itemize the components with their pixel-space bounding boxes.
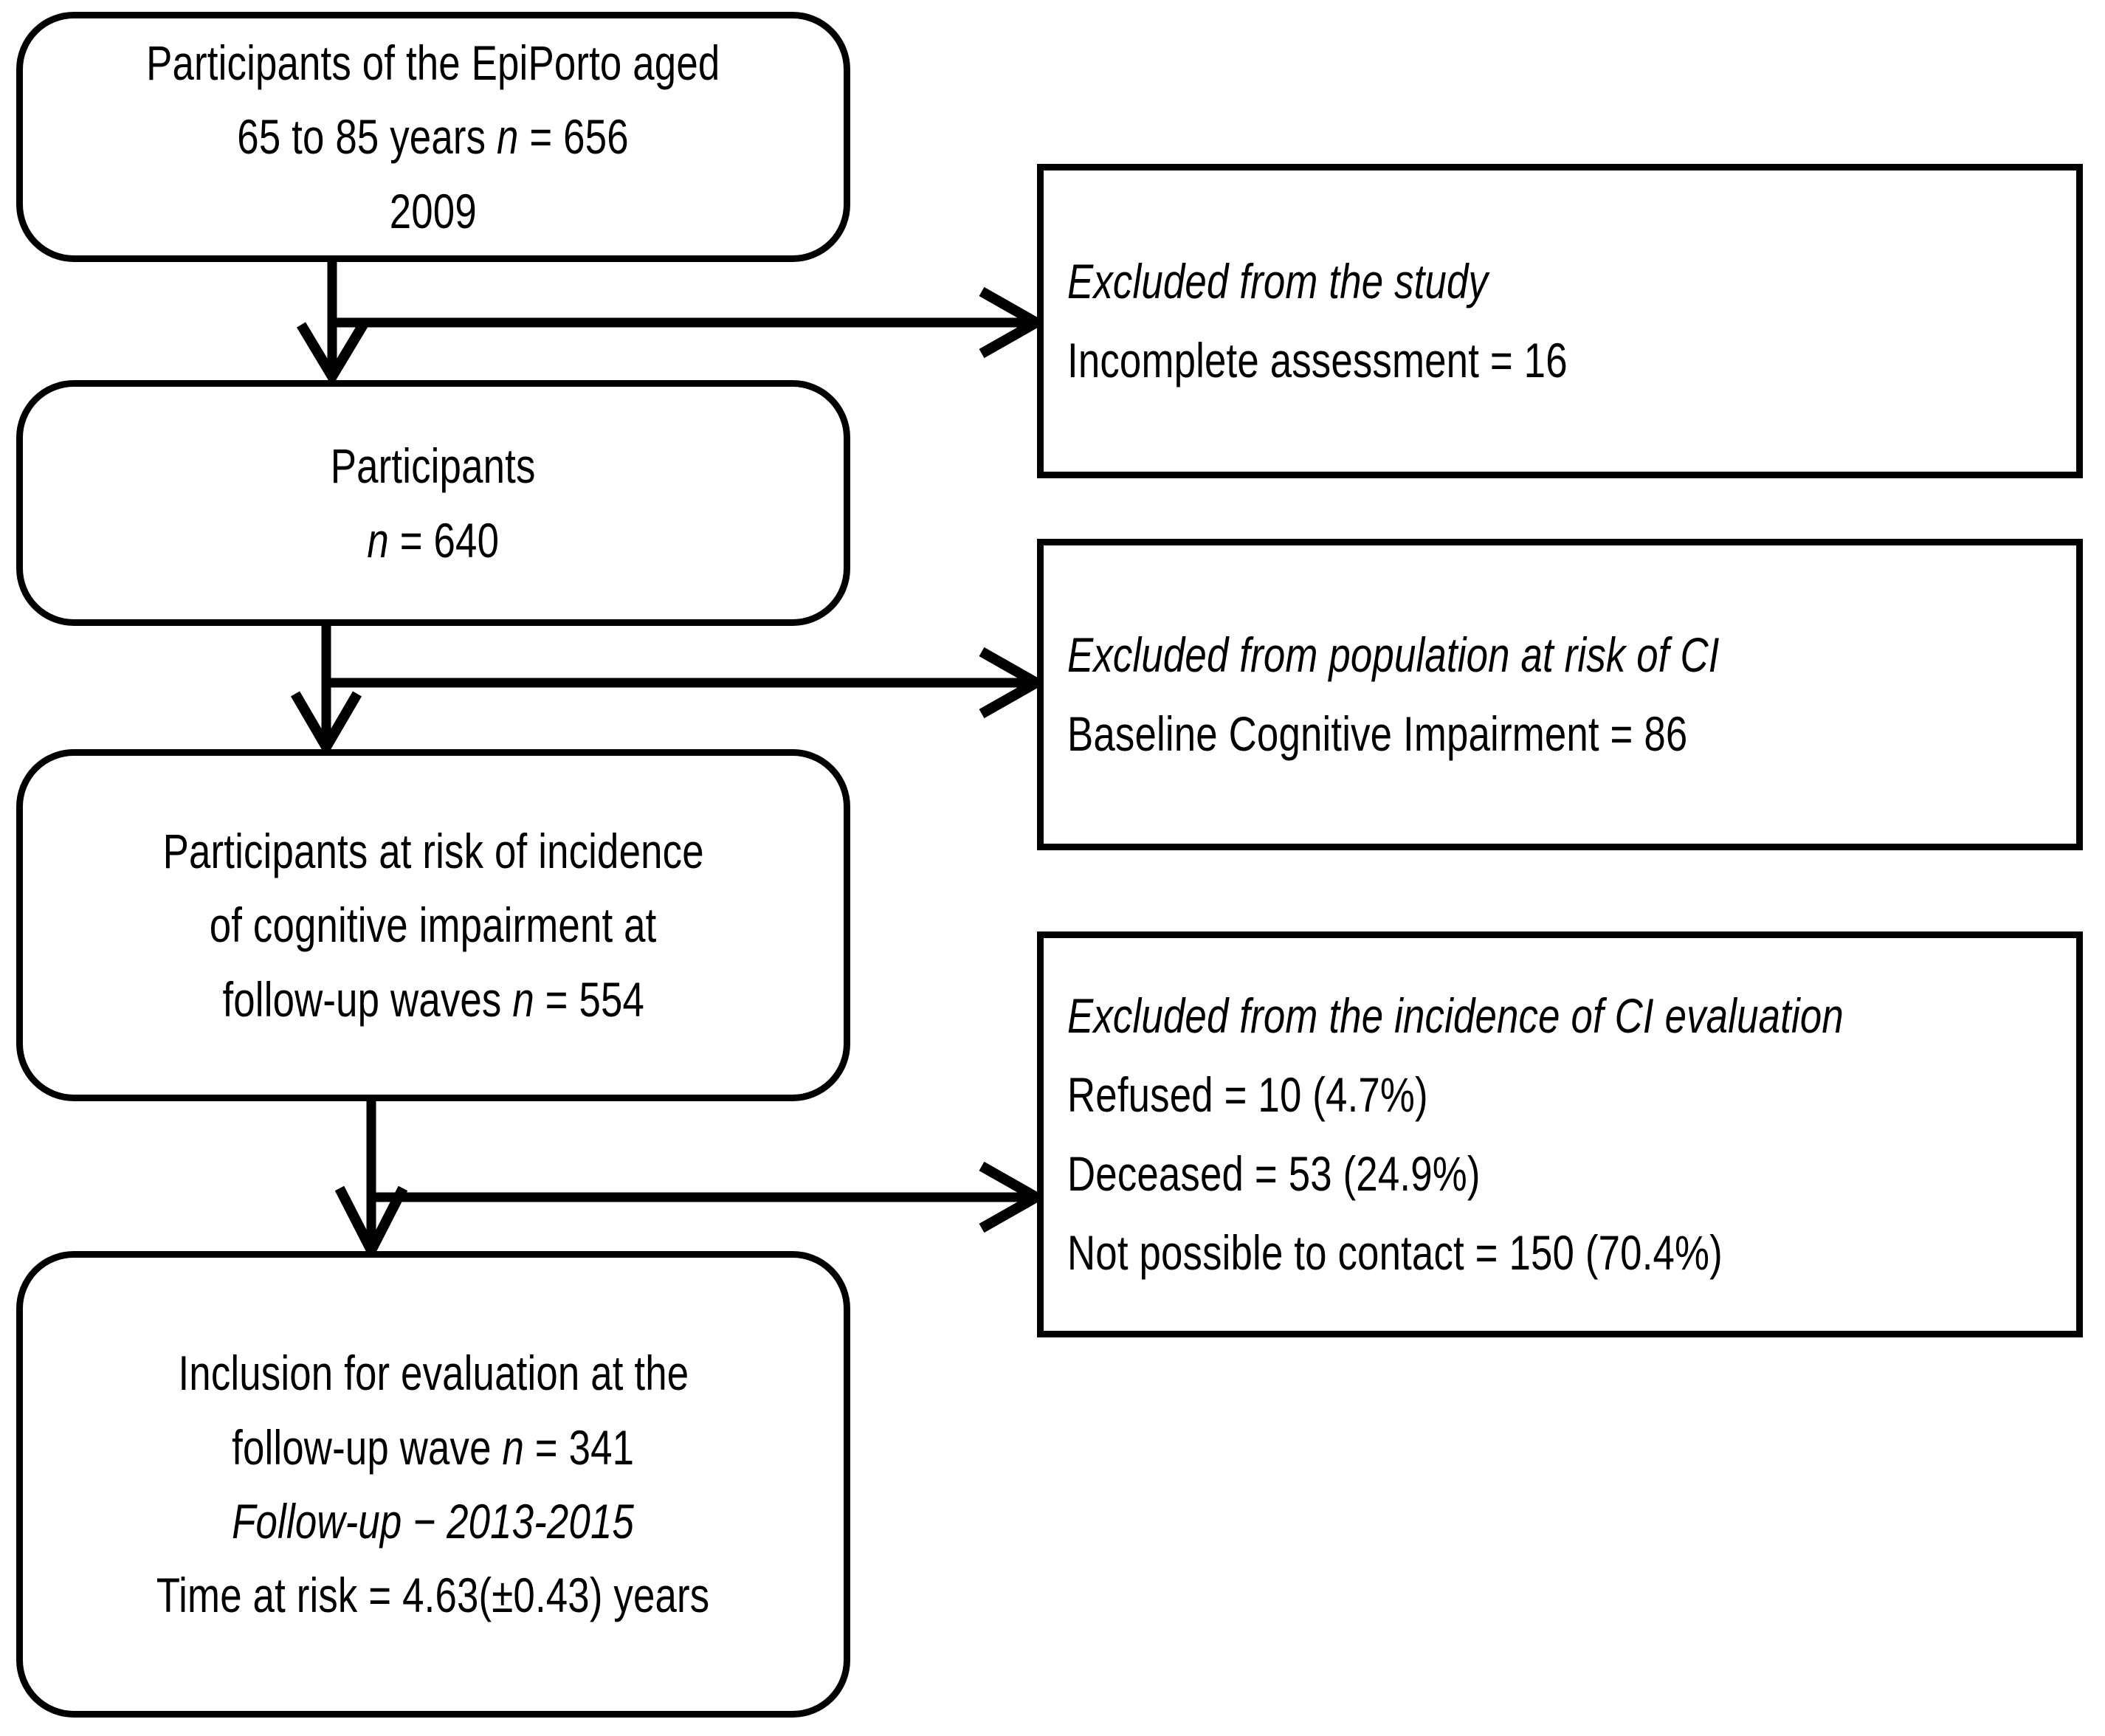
arrow-enrollment-to-participants-head [296,322,368,387]
node-excluded-study-line-2: Incomplete assessment = 16 [1067,333,1568,388]
node-enrollment-line-1: Participants of the EpiPorto aged [146,35,720,91]
node-inclusion: Inclusion for evaluation at the follow-u… [16,1251,850,1718]
node-excluded-incidence: Excluded from the incidence of CI evalua… [1037,931,2083,1337]
node-at-risk-line-3: follow-up waves n = 554 [222,971,644,1027]
node-excluded-study: Excluded from the study Incomplete asses… [1037,164,2083,478]
node-at-risk-line-2: of cognitive impairment at [210,898,657,953]
node-excluded-incidence-line-2: Refused = 10 (4.7%) [1067,1067,1428,1123]
node-enrollment-line-2: 65 to 85 years n = 656 [237,109,630,165]
node-at-risk-line-1: Participants at risk of incidence [162,824,704,879]
node-excluded-at-risk: Excluded from population at risk of CI B… [1037,539,2083,850]
node-enrollment: Participants of the EpiPorto aged 65 to … [16,12,850,262]
arrow-at-risk-to-inclusion-head [334,1185,408,1262]
node-inclusion-line-1: Inclusion for evaluation at the [178,1346,689,1401]
node-participants-line-2: n = 640 [367,512,500,568]
node-enrollment-line-3: 2009 [389,183,478,238]
node-excluded-incidence-line-1: Excluded from the incidence of CI evalua… [1067,988,1844,1044]
node-excluded-incidence-line-4: Not possible to contact = 150 (70.4%) [1067,1224,1723,1280]
node-at-risk: Participants at risk of incidence of cog… [16,749,850,1101]
node-excluded-at-risk-line-2: Baseline Cognitive Impairment = 86 [1067,706,1688,761]
node-participants: Participants n = 640 [16,380,850,626]
arrow-participants-to-excluded-at-risk-head [979,647,1047,719]
arrow-participants-to-at-risk-head [290,691,362,757]
node-excluded-at-risk-line-1: Excluded from population at risk of CI [1067,627,1720,683]
arrow-at-risk-to-excluded-incidence-head [979,1161,1047,1233]
node-excluded-incidence-line-3: Deceased = 53 (24.9%) [1067,1146,1481,1201]
arrow-enrollment-to-excluded-study-head [979,286,1047,359]
node-inclusion-line-4: Time at risk = 4.63(±0.43) years [156,1568,710,1623]
node-excluded-study-line-1: Excluded from the study [1067,254,1489,309]
node-inclusion-line-2: follow-up wave n = 341 [232,1419,635,1475]
node-inclusion-line-3: Follow-up − 2013-2015 [232,1494,635,1549]
node-participants-line-1: Participants [331,438,536,494]
